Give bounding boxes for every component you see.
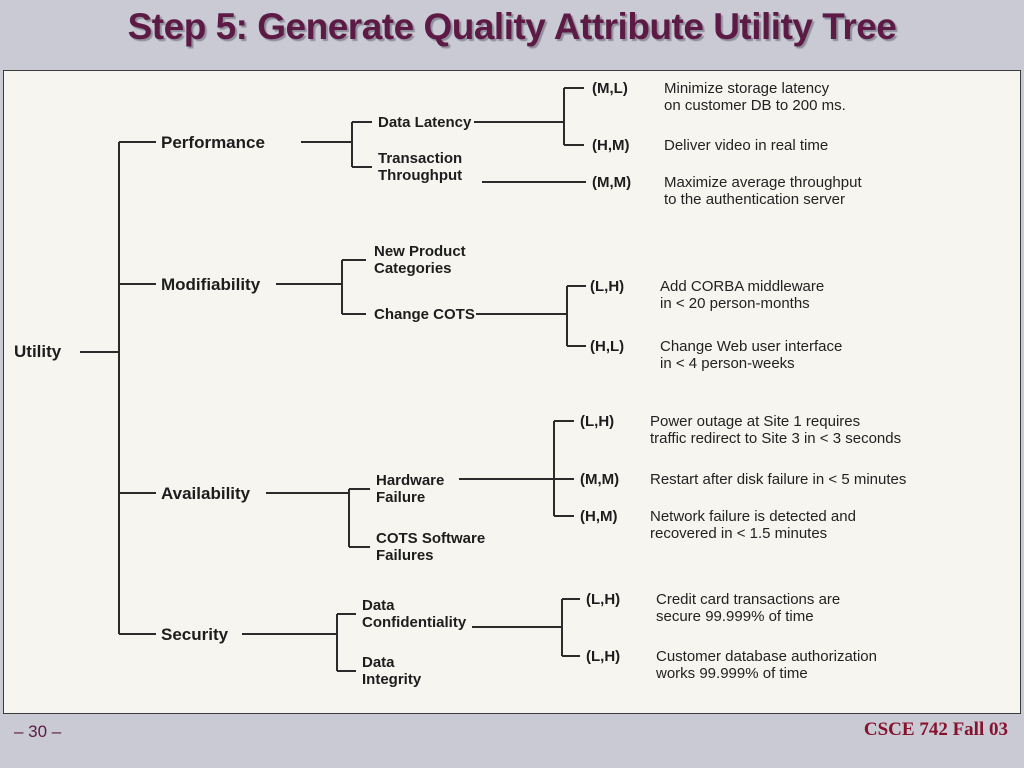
connector-performance — [301, 87, 586, 183]
scenario-text: Customer database authorization works 99… — [656, 648, 877, 682]
utility-tree-diagram: Utility Performance Modifiability Availa… — [3, 70, 1021, 714]
scenario-text: Restart after disk failure in < 5 minute… — [650, 471, 907, 488]
node-availability: Availability — [161, 484, 251, 503]
scenario-rating: (H,M) — [592, 137, 630, 154]
scenario-text: Credit card transactions are secure 99.9… — [656, 591, 841, 625]
page-title: Step 5: Generate Quality Attribute Utili… — [127, 6, 897, 47]
scenario-text: Maximize average throughput to the authe… — [664, 174, 862, 208]
scenario-text: Minimize storage latency on customer DB … — [664, 80, 846, 114]
scenario-rating: (H,M) — [580, 508, 618, 525]
node-performance: Performance — [161, 133, 265, 152]
scenario-rating: (M,M) — [592, 174, 632, 191]
node-modifiability: Modifiability — [161, 275, 261, 294]
connector-modifiability — [276, 259, 586, 347]
scenario-text: Network failure is detected and recovere… — [650, 508, 856, 542]
scenario-rating: (L,H) — [580, 413, 615, 430]
scenario-rating: (H,L) — [590, 338, 625, 355]
node-data-confidentiality: Data Confidentiality — [362, 597, 467, 631]
connector-root — [80, 141, 156, 635]
scenario-text: Change Web user interface in < 4 person-… — [660, 338, 843, 372]
node-security: Security — [161, 625, 229, 644]
tree-connector-lines — [80, 87, 586, 672]
scenario-rating: (L,H) — [586, 591, 621, 608]
page-number: – 30 – — [14, 722, 62, 741]
node-hardware-failure: Hardware Failure — [376, 472, 445, 506]
node-change-cots: Change COTS — [374, 306, 475, 323]
node-data-latency: Data Latency — [378, 114, 472, 131]
node-transaction-throughput: Transaction Throughput — [378, 150, 463, 184]
node-new-product-categories: New Product Categories — [374, 243, 466, 277]
scenario-rating: (L,H) — [586, 648, 621, 665]
connector-security — [242, 598, 580, 672]
scenario-rating: (M,M) — [580, 471, 620, 488]
node-data-integrity: Data Integrity — [362, 654, 422, 688]
scenario-text: Deliver video in real time — [664, 137, 829, 154]
scenario-text: Add CORBA middleware in < 20 person-mont… — [660, 278, 825, 312]
course-footer: CSCE 742 Fall 03 — [863, 719, 1008, 740]
scenario-rating: (M,L) — [592, 80, 628, 97]
node-cots-software-failures: COTS Software Failures — [376, 530, 486, 564]
connector-availability — [266, 420, 574, 548]
scenario-text: Power outage at Site 1 requires traffic … — [650, 413, 902, 447]
scenario-rating: (L,H) — [590, 278, 625, 295]
node-utility: Utility — [14, 342, 62, 361]
